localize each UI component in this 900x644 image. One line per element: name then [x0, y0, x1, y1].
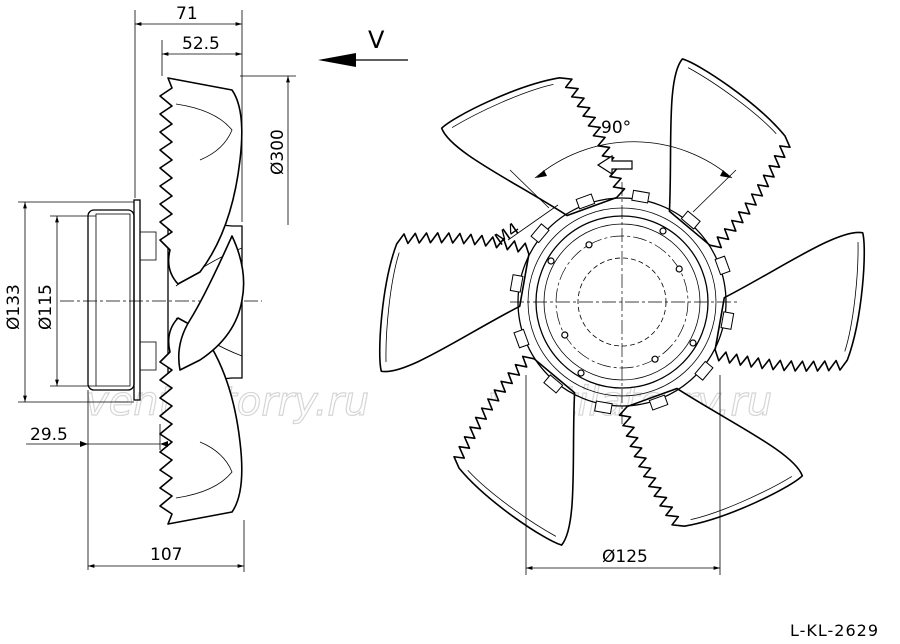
- hub-tab: [543, 374, 564, 394]
- front-blade-tip-fold: [687, 67, 777, 135]
- hub-tab: [720, 311, 735, 330]
- front-blade-tip-fold: [467, 469, 557, 537]
- mount-upper: [139, 231, 157, 261]
- motor-body: [87, 209, 135, 391]
- side-blade-middle: [177, 235, 245, 371]
- hub-bolt: [675, 265, 683, 273]
- airflow-arrowhead: [318, 53, 356, 67]
- hub-tab: [509, 274, 524, 293]
- hub-tab: [714, 255, 731, 276]
- angle-arrow-left: [536, 170, 547, 178]
- bolt-circle-dim: Ø125: [602, 547, 648, 567]
- rotation-arrow-icon: [596, 154, 633, 176]
- hub-bolt: [585, 241, 593, 249]
- front-blade: [668, 58, 791, 249]
- hub-tab: [694, 360, 714, 381]
- side-blade-upper-fold: [175, 103, 233, 161]
- hub-tab: [575, 193, 596, 210]
- mount-lower: [139, 341, 157, 371]
- dim-motor-outer: Ø133: [4, 284, 24, 330]
- angle-label: 90°: [601, 118, 631, 138]
- hub-bolt: [561, 331, 569, 339]
- airflow-indicator: V: [318, 26, 408, 67]
- angle-arrow-right: [720, 170, 731, 178]
- front-blades: [378, 58, 866, 546]
- hub-bolt: [577, 369, 585, 377]
- motor-inner: [95, 213, 131, 387]
- front-blade: [618, 387, 804, 527]
- side-view: 71 52.5 Ø300 Ø133 Ø115 29.5 107: [4, 4, 296, 572]
- front-blade: [378, 232, 530, 373]
- dim-motor-inner: Ø115: [36, 284, 56, 330]
- hub-tab: [680, 210, 701, 230]
- hub-tabs: [509, 189, 735, 415]
- dim-blade-depth: 52.5: [182, 34, 220, 54]
- front-blade-tip-fold: [690, 476, 793, 521]
- hub-tab: [513, 328, 530, 349]
- hub-tab: [631, 189, 650, 204]
- hub-bolts: [547, 227, 697, 377]
- hub-bolt: [547, 257, 555, 265]
- dim-overall-length: 107: [150, 545, 182, 565]
- airflow-label: V: [368, 26, 385, 54]
- drawing-code: L-KL-2629: [790, 621, 879, 640]
- front-view: 90° M4 Ø125: [378, 58, 866, 575]
- angle-arc: [534, 141, 733, 179]
- hub-bolt: [659, 227, 667, 235]
- dim-29-arrow-right: [160, 441, 168, 447]
- front-blade: [453, 355, 576, 546]
- hub-bolt: [651, 355, 659, 363]
- front-blade-tip-fold: [451, 83, 554, 128]
- thread-leader: [507, 204, 559, 241]
- front-blade-tip-fold: [844, 242, 859, 352]
- hub-bolt: [689, 339, 697, 347]
- motor-flange: [133, 199, 141, 401]
- hub-tab: [530, 223, 550, 244]
- dim-motor-offset: 29.5: [30, 425, 68, 445]
- front-blade: [440, 77, 626, 217]
- angle-leg-left: [509, 169, 550, 209]
- front-blade: [714, 231, 866, 372]
- hub-tab: [594, 400, 613, 415]
- side-blade-lower-fold: [175, 441, 233, 499]
- front-blade-tip-fold: [385, 252, 400, 362]
- side-blade-upper: [159, 77, 243, 285]
- dim-blade-diameter: Ø300: [268, 129, 288, 175]
- hub-tab: [648, 394, 669, 411]
- dim-total-depth: 71: [176, 4, 198, 24]
- dim-29-arrow-left: [80, 441, 88, 447]
